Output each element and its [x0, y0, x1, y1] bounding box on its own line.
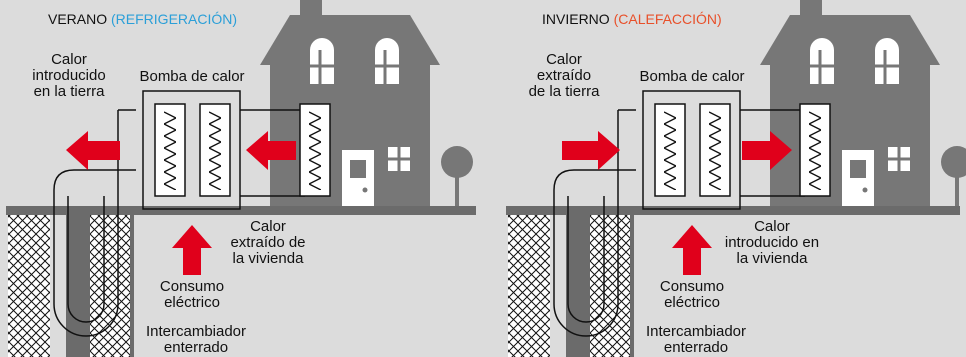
summer-ground-heat-label: Calor introducido en la tierra — [32, 51, 106, 100]
summer-soil-left — [8, 215, 50, 357]
winter-soil-left — [508, 215, 550, 357]
summer-exchanger-label: Intercambiador enterrado — [145, 323, 247, 356]
winter-panel — [506, 0, 966, 357]
summer-mode-text: (REFRIGERACIÓN) — [111, 11, 238, 27]
winter-home-heat-arrow — [742, 131, 792, 170]
winter-indoor-coil — [799, 103, 831, 197]
winter-title: INVIERNO (CALEFACCIÓN) — [542, 11, 722, 27]
winter-title-text: INVIERNO — [542, 11, 610, 27]
winter-consumption-arrow — [672, 225, 712, 275]
winter-exchanger-coil-2 — [699, 103, 731, 197]
summer-home-heat-arrow — [246, 131, 296, 170]
winter-consumption-label: Consumo eléctrico — [659, 278, 725, 311]
summer-exchanger-coil-1 — [154, 103, 186, 197]
summer-house — [260, 0, 473, 210]
summer-indoor-coil — [299, 103, 331, 197]
summer-ground-heat-arrow — [66, 131, 120, 170]
summer-consumption-label: Consumo eléctrico — [159, 278, 225, 311]
summer-soil-right — [90, 215, 130, 357]
summer-title: VERANO (REFRIGERACIÓN) — [48, 11, 237, 27]
winter-ground-pipe — [553, 109, 636, 337]
summer-consumption-arrow — [172, 225, 212, 275]
winter-heat-pump-label: Bomba de calor — [639, 68, 745, 85]
winter-heat-pump-box — [642, 90, 741, 210]
summer-heat-pump-label: Bomba de calor — [139, 68, 245, 85]
winter-ground-heat-label: Calor extraído de la tierra — [528, 51, 600, 100]
winter-home-heat-label: Calor introducido en la vivienda — [724, 218, 820, 267]
winter-soil-right — [590, 215, 630, 357]
summer-title-text: VERANO — [48, 11, 108, 27]
winter-house — [760, 0, 966, 210]
summer-heat-pump-box — [142, 90, 241, 210]
winter-mode-text: (CALEFACCIÓN) — [613, 11, 722, 27]
summer-exchanger-coil-2 — [199, 103, 231, 197]
summer-home-heat-label: Calor extraído de la vivienda — [230, 218, 306, 267]
summer-panel — [6, 0, 476, 357]
winter-exchanger-label: Intercambiador enterrado — [645, 323, 747, 356]
winter-exchanger-coil-1 — [654, 103, 686, 197]
winter-ground-heat-arrow — [562, 131, 620, 170]
